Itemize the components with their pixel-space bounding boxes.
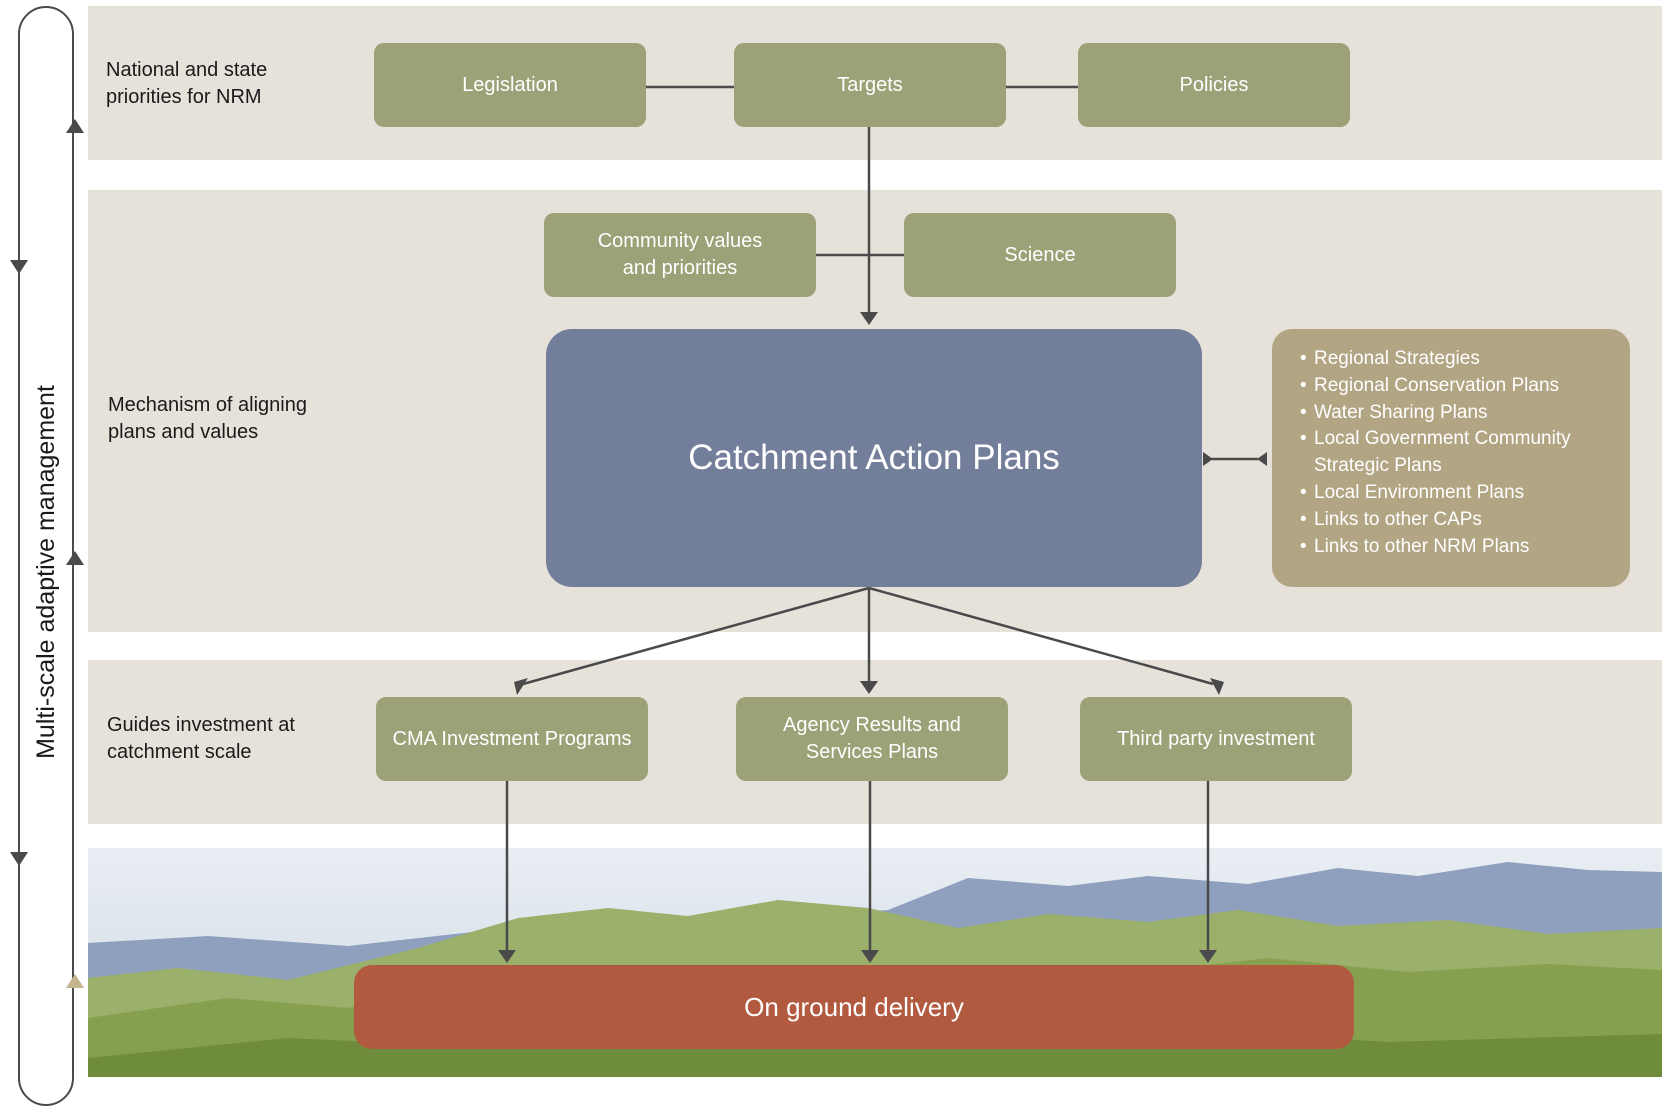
on-ground-delivery-box: On ground delivery	[354, 965, 1354, 1049]
related-plan-item: Regional Strategies	[1300, 346, 1620, 373]
label-national-priorities: National and state priorities for NRM	[106, 59, 268, 108]
related-plan-item: Water Sharing Plans	[1300, 400, 1620, 427]
related-plans-box: Regional Strategies Regional Conservatio…	[1272, 329, 1630, 587]
related-plan-item: Links to other CAPs	[1300, 507, 1620, 534]
legislation-box: Legislation	[374, 43, 646, 127]
targets-box: Targets	[734, 43, 1006, 127]
policies-box: Policies	[1078, 43, 1350, 127]
related-plan-item: Local Government Community Strategic Pla…	[1300, 426, 1620, 480]
community-values-box: Community values and priorities	[544, 213, 816, 297]
label-mechanism: Mechanism of aligning plans and values	[108, 394, 307, 443]
third-party-investment-box: Third party investment	[1080, 697, 1352, 781]
connector-lines	[10, 85, 1267, 988]
related-plan-item: Local Environment Plans	[1300, 480, 1620, 507]
agency-results-box: Agency Results and Services Plans	[736, 697, 1008, 781]
label-investment: Guides investment at catchment scale	[107, 714, 295, 763]
catchment-action-plans-box: Catchment Action Plans	[546, 329, 1202, 587]
related-plan-item: Regional Conservation Plans	[1300, 373, 1620, 400]
science-box: Science	[904, 213, 1176, 297]
cma-investment-box: CMA Investment Programs	[376, 697, 648, 781]
related-plan-item: Links to other NRM Plans	[1300, 534, 1620, 561]
